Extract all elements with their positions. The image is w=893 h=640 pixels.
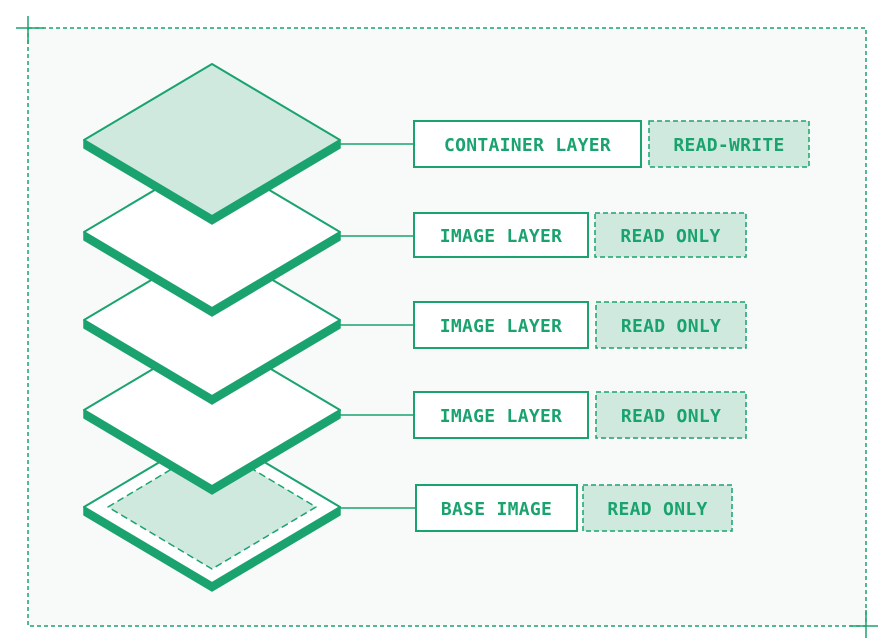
connector-lines <box>340 143 416 509</box>
layer-name-label: IMAGE LAYER <box>440 316 563 337</box>
layer-name-label: IMAGE LAYER <box>440 226 563 247</box>
access-badge-label: READ ONLY <box>621 406 721 427</box>
label-row-image-3: IMAGE LAYER READ ONLY <box>413 391 747 439</box>
corner-crosshair-top-left <box>16 16 44 44</box>
label-row-container: CONTAINER LAYER READ-WRITE <box>413 120 810 168</box>
layer-plate-image-1 <box>83 155 341 317</box>
label-row-image-2: IMAGE LAYER READ ONLY <box>413 301 747 349</box>
corner-crosshair-bottom-right <box>850 610 878 638</box>
access-badge <box>595 301 747 349</box>
access-badge <box>594 212 747 258</box>
layer-name-label: BASE IMAGE <box>441 499 552 520</box>
access-badge <box>582 484 733 532</box>
access-badge-label: READ ONLY <box>620 226 720 247</box>
label-row-image-1: IMAGE LAYER READ ONLY <box>413 212 747 258</box>
access-badge <box>595 391 747 439</box>
layer-name-label: CONTAINER LAYER <box>444 135 611 156</box>
access-badge-label: READ ONLY <box>621 316 721 337</box>
label-row-base-image: BASE IMAGE READ ONLY <box>415 484 733 532</box>
layer-name-box <box>415 484 578 532</box>
layer-name-box <box>413 120 642 168</box>
layer-name-box <box>413 212 589 258</box>
layer-name-box <box>413 391 589 439</box>
access-badge <box>648 120 810 168</box>
layer-name-label: IMAGE LAYER <box>440 406 563 427</box>
access-badge-label: READ ONLY <box>607 499 707 520</box>
access-badge-label: READ-WRITE <box>673 135 784 156</box>
layer-plate-container <box>83 63 341 225</box>
layer-name-box <box>413 301 589 349</box>
